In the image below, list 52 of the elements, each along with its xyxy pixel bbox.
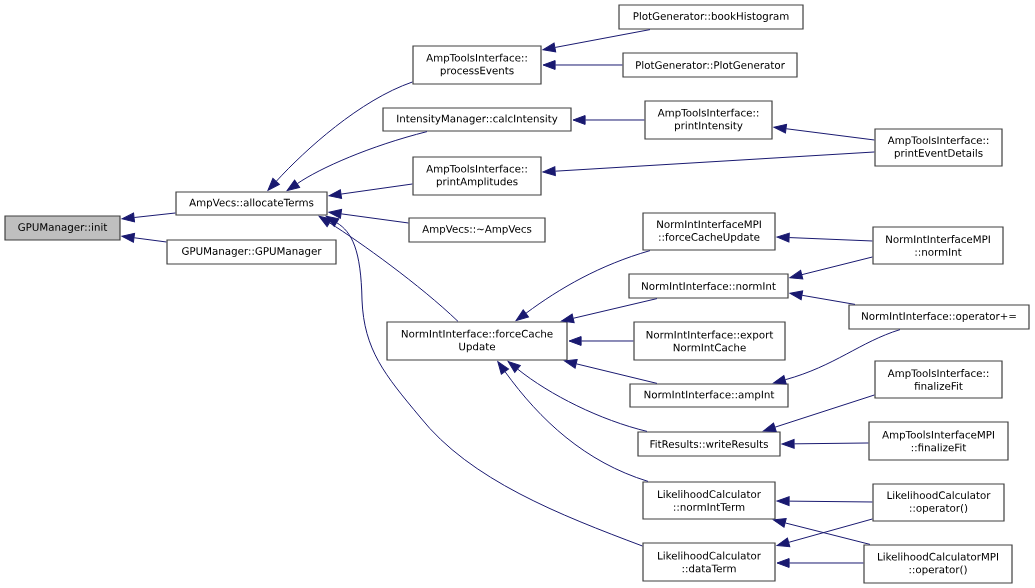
- function-box: AmpVecs::allocateTerms: [175, 191, 328, 216]
- arrow: [776, 558, 864, 568]
- function-box: AmpVecs::~AmpVecs: [408, 217, 546, 243]
- function-box: FitResults::writeResults: [637, 431, 781, 457]
- arrow: [286, 131, 428, 192]
- arrow: [772, 329, 901, 385]
- arrow: [560, 298, 658, 324]
- function-box: NormIntInterface::forceCache Update: [386, 321, 568, 361]
- arrow: [776, 496, 873, 507]
- arrow: [568, 336, 634, 346]
- function-box: AmpToolsInterface:: finalizeFit: [874, 360, 1003, 399]
- function-box: NormIntInterface::normInt: [628, 273, 789, 299]
- function-box: LikelihoodCalculator ::operator(): [872, 483, 1005, 522]
- function-box: AmpToolsInterface:: printIntensity: [644, 100, 773, 140]
- function-box: LikelihoodCalculator ::normIntTerm: [642, 481, 776, 520]
- arrow: [776, 232, 873, 243]
- arrow: [328, 208, 409, 224]
- function-box: NormIntInterfaceMPI ::normInt: [872, 226, 1004, 265]
- arrow: [563, 359, 658, 384]
- function-box: LikelihoodCalculatorMPI ::operator(): [863, 544, 1013, 584]
- function-box: LikelihoodCalculator ::dataTerm: [642, 542, 776, 582]
- function-box: NormIntInterfaceMPI ::forceCacheUpdate: [642, 212, 776, 251]
- arrow: [773, 123, 875, 141]
- function-box: IntensityManager::calcIntensity: [382, 107, 572, 132]
- function-box: NormIntInterface::ampInt: [629, 383, 789, 408]
- function-box: PlotGenerator::bookHistogram: [618, 4, 804, 30]
- function-box: AmpToolsInterfaceMPI ::finalizeFit: [868, 421, 1009, 461]
- function-box: AmpToolsInterface:: printAmplitudes: [412, 156, 542, 196]
- arrow: [497, 361, 649, 482]
- arrow: [267, 81, 413, 191]
- arrow: [762, 394, 875, 432]
- arrow: [325, 215, 643, 547]
- arrow: [507, 361, 648, 432]
- arrow: [789, 256, 873, 280]
- arrow: [572, 115, 645, 125]
- arrow: [318, 215, 459, 322]
- function-box: AmpToolsInterface:: processEvents: [412, 45, 542, 85]
- arrow: [781, 438, 869, 449]
- arrow: [542, 60, 623, 70]
- function-box: PlotGenerator::PlotGenerator: [622, 52, 798, 78]
- arrow: [121, 212, 176, 223]
- function-box: GPUManager::GPUManager: [166, 239, 337, 265]
- function-box: NormIntInterface::export NormIntCache: [633, 321, 786, 361]
- arrow: [515, 250, 651, 321]
- arrow: [542, 29, 651, 53]
- arrow: [789, 290, 856, 305]
- arrow: [542, 151, 875, 177]
- function-box: NormIntInterface::operator+=: [848, 304, 1030, 330]
- function-box: AmpToolsInterface:: printEventDetails: [874, 128, 1003, 167]
- function-box: GPUManager::init: [4, 215, 121, 241]
- arrow: [328, 183, 413, 199]
- arrow: [121, 232, 167, 243]
